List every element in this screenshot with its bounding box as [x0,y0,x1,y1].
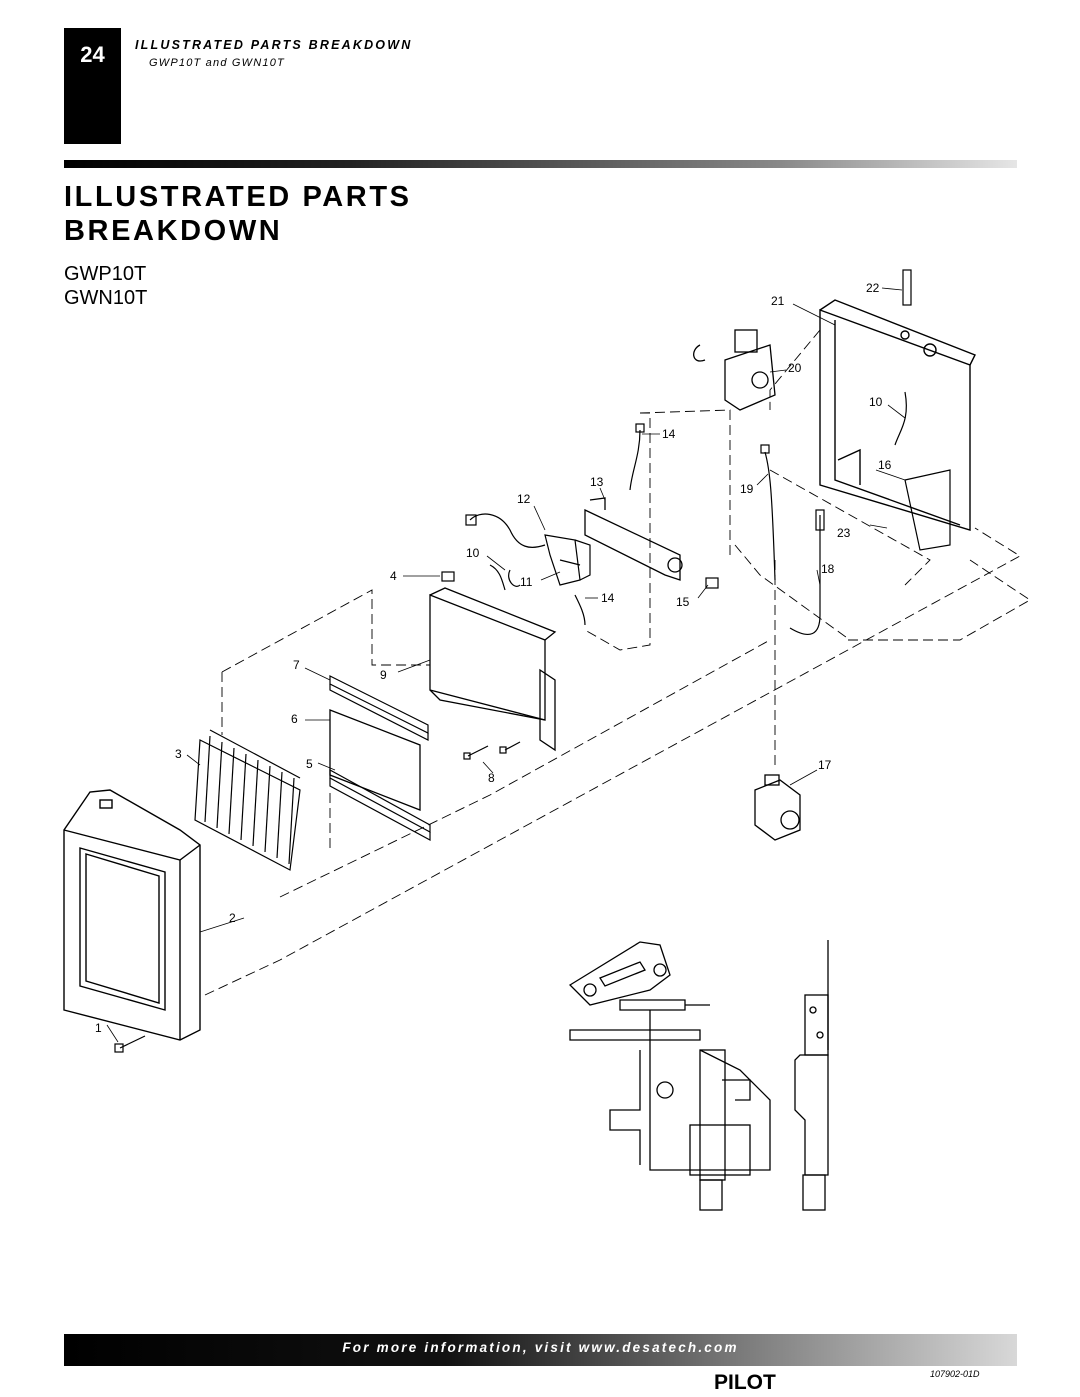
running-header-subtitle: GWP10T and GWN10T [149,57,285,69]
footer-link-text[interactable]: For more information, visit www.desatech… [342,1340,739,1355]
part-screws-8 [463,741,521,760]
callout-11: 11 [520,575,533,589]
callout-5: 5 [306,757,313,771]
part-burner-valve-11-12 [465,513,591,626]
header-rule [64,160,1017,168]
callout-9: 9 [380,668,387,682]
callout-8: 8 [488,771,495,785]
section-title-line1: ILLUSTRATED PARTS [64,181,412,213]
part-bracket-7 [329,675,429,741]
part-grille-3 [194,729,301,871]
callout-18: 18 [821,562,835,576]
callout-12: 12 [517,492,531,506]
part-lead-19 [760,444,776,581]
part-regulator-17 [754,774,801,841]
model-gwp10t: GWP10T [64,263,147,285]
callout-15: 15 [676,595,690,609]
running-header-title: ILLUSTRATED PARTS BREAKDOWN [135,38,413,52]
assembly-guide-lines [204,329,1031,996]
section-title: ILLUSTRATED PARTS BREAKDOWN [64,180,412,248]
part-gas-valve-20 [693,329,776,411]
callout-22: 22 [866,281,880,295]
part-screw-1 [114,1035,146,1053]
model-gwn10t: GWN10T [64,287,148,309]
callout-19: 19 [740,482,754,496]
page-number: 24 [80,42,105,67]
part-clip-4 [441,571,455,582]
callout-6: 6 [291,712,298,726]
callout-14-lower: 14 [601,591,615,605]
callout-20: 20 [788,361,802,375]
callout-10-upper: 10 [869,395,883,409]
part-fitting-15 [705,577,719,589]
part-igniter-22 [902,269,912,306]
part-burner-13 [584,497,683,581]
callout-23: 23 [837,526,851,540]
callout-4: 4 [390,569,397,583]
callout-14-upper: 14 [662,427,676,441]
part-cabinet-front-2 [63,789,201,1041]
part-pilot-bracket-16 [894,391,951,551]
callout-2: 2 [229,911,236,925]
model-list: GWP10T GWN10T [64,262,147,310]
callout-10-lower: 10 [466,546,480,560]
callout-leaders [106,287,906,1043]
callout-17: 17 [818,758,832,772]
part-heat-shield-9 [429,587,557,752]
callout-1: 1 [95,1021,102,1035]
callout-16: 16 [878,458,892,472]
page-number-tab [64,28,121,144]
document-number: 107902-01D [930,1369,980,1379]
callout-13: 13 [590,475,604,489]
part-panel-6 [329,709,421,811]
section-title-line2: BREAKDOWN [64,215,283,247]
pilot-detail-drawing [568,940,829,1211]
footer-bar [64,1334,1017,1366]
callout-7: 7 [293,658,300,672]
pilot-label: PILOT [714,1371,776,1394]
callout-3: 3 [175,747,182,761]
part-thermocouple-18 [789,509,825,636]
part-back-panel-21 [819,299,976,531]
callout-21: 21 [771,294,785,308]
part-tube-14 [629,423,645,491]
part-tube-10 [489,564,506,591]
